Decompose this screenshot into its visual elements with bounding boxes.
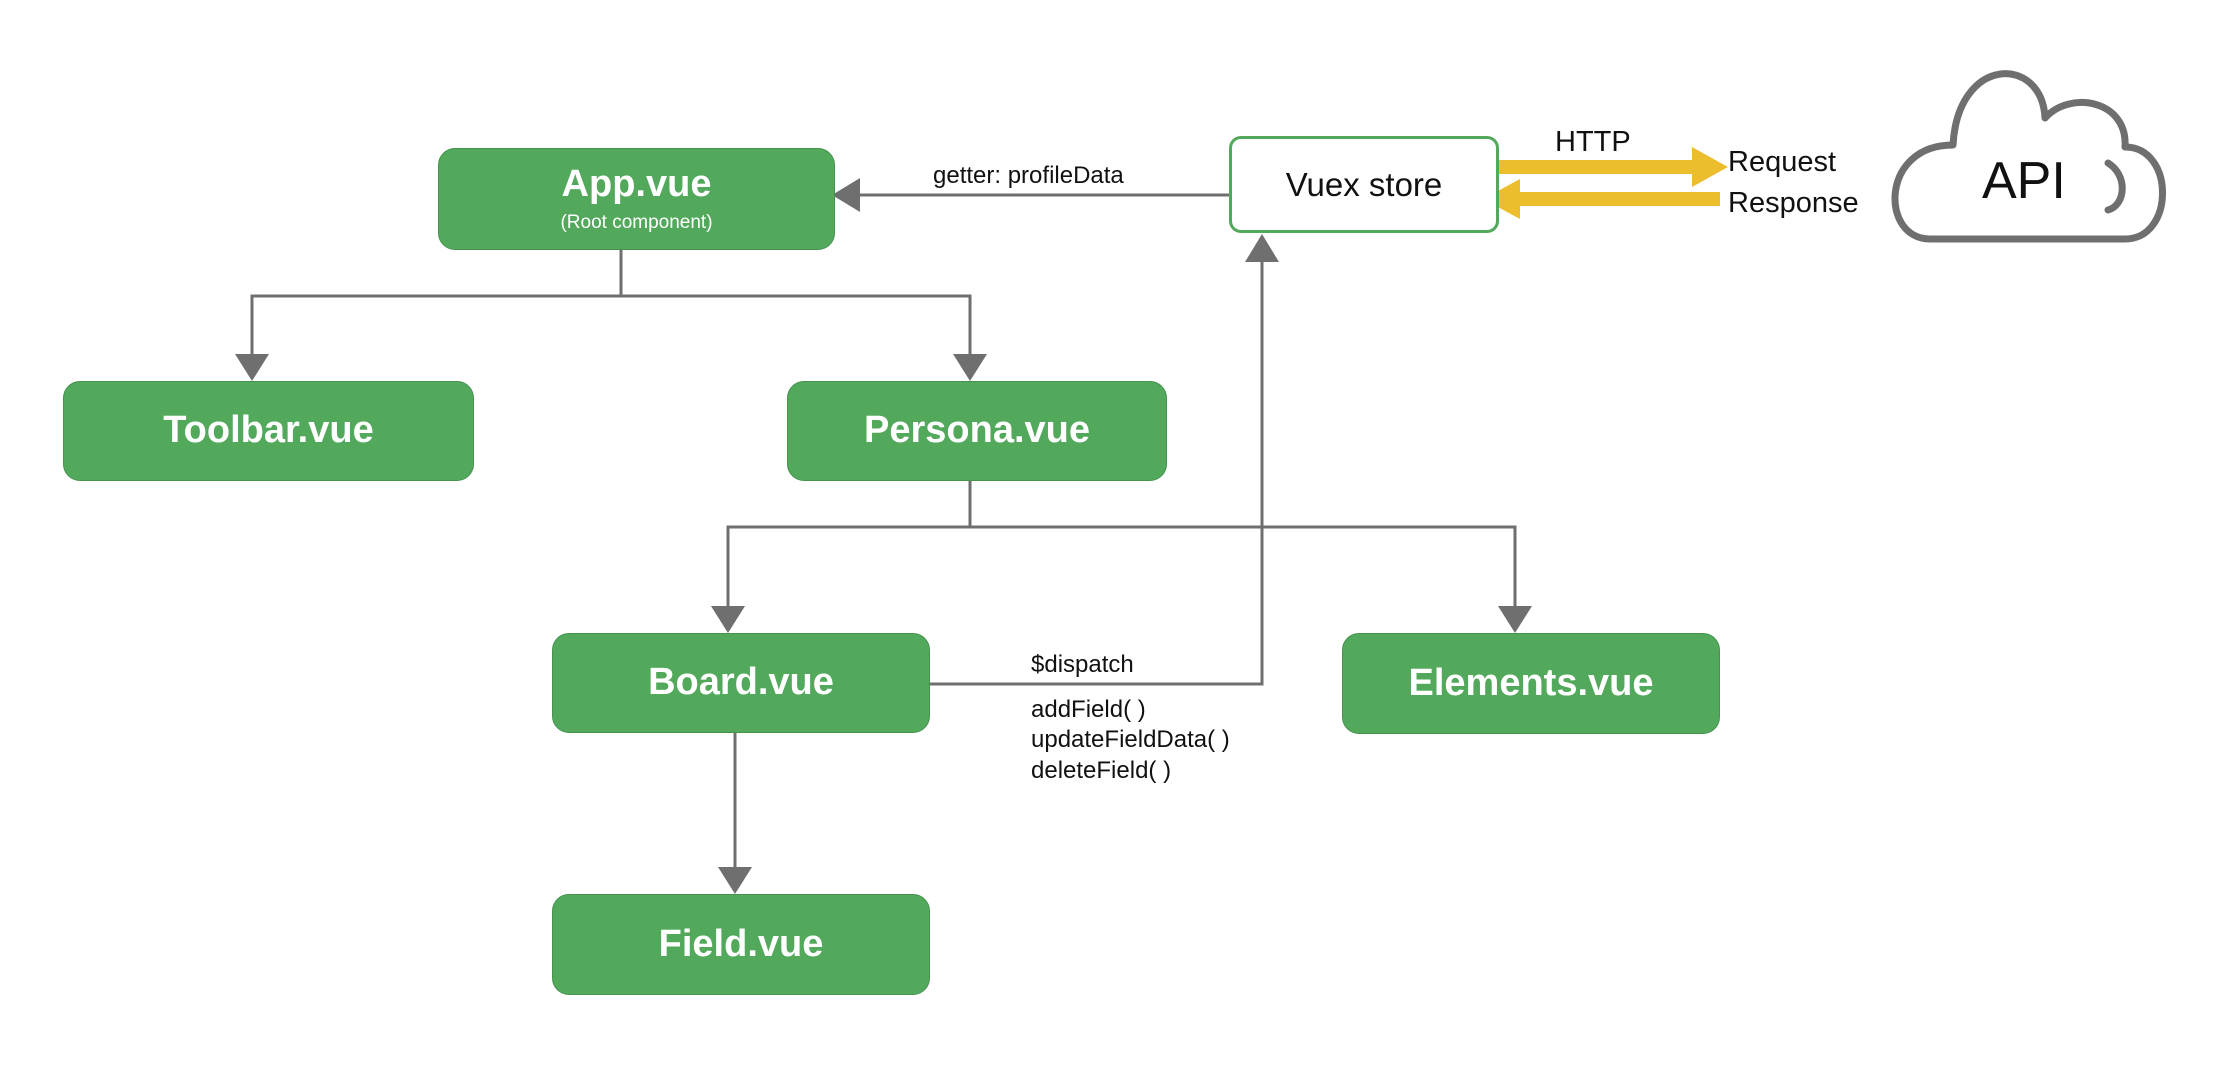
board-vue-node: Board.vue bbox=[552, 633, 930, 733]
elements-vue-node: Elements.vue bbox=[1342, 633, 1720, 734]
http-request-arrow bbox=[1492, 147, 1728, 187]
edge-app-children bbox=[250, 250, 623, 355]
elements-vue-title: Elements.vue bbox=[1408, 661, 1654, 704]
http-response-arrow bbox=[1483, 179, 1720, 219]
persona-vue-title: Persona.vue bbox=[864, 409, 1090, 452]
persona-vue-node: Persona.vue bbox=[787, 381, 1167, 481]
arrowhead-persona bbox=[953, 354, 987, 381]
cloud-swirl-icon bbox=[2104, 159, 2126, 214]
toolbar-vue-node: Toolbar.vue bbox=[63, 381, 474, 481]
edge-persona-board bbox=[726, 481, 972, 607]
app-vue-title: App.vue bbox=[561, 163, 712, 206]
dispatch-label: $dispatch bbox=[1031, 651, 1134, 678]
arrowhead-store bbox=[1245, 234, 1279, 262]
edge-board-dispatch bbox=[930, 262, 1264, 686]
app-vue-subtitle: (Root component) bbox=[560, 211, 713, 233]
action-add-field: addField( ) bbox=[1031, 696, 1146, 723]
board-vue-title: Board.vue bbox=[648, 661, 834, 704]
field-vue-node: Field.vue bbox=[552, 894, 930, 995]
cloud-icon bbox=[1891, 70, 2166, 243]
vuex-store-label: Vuex store bbox=[1285, 165, 1443, 203]
toolbar-vue-title: Toolbar.vue bbox=[163, 409, 374, 452]
arrowhead-board bbox=[711, 606, 745, 633]
edge-persona-elements bbox=[970, 525, 1517, 607]
api-label: API bbox=[1982, 152, 2066, 210]
arrowhead-field bbox=[718, 867, 752, 894]
edge-app-persona bbox=[621, 294, 972, 355]
action-update-field-data: updateFieldData( ) bbox=[1031, 726, 1230, 753]
http-label: HTTP bbox=[1555, 126, 1631, 158]
action-delete-field: deleteField( ) bbox=[1031, 757, 1172, 784]
getter-label: getter: profileData bbox=[933, 162, 1124, 189]
arrowhead-app bbox=[832, 178, 860, 212]
vuex-store-node: Vuex store bbox=[1229, 136, 1499, 233]
request-label: Request bbox=[1728, 146, 1837, 178]
app-vue-node: App.vue (Root component) bbox=[438, 148, 835, 250]
response-label: Response bbox=[1728, 187, 1859, 219]
arrowhead-elements bbox=[1498, 606, 1532, 633]
arrowhead-toolbar bbox=[235, 354, 269, 381]
field-vue-title: Field.vue bbox=[658, 922, 824, 965]
